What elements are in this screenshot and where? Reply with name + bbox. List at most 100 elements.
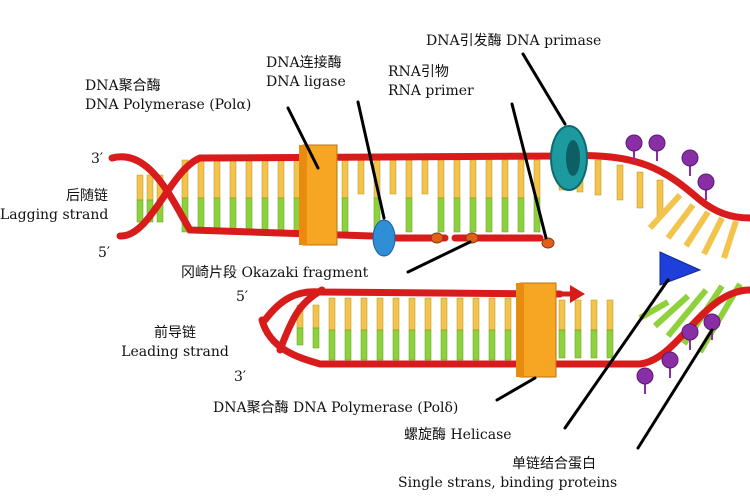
lagging-unpaired-base [389, 159, 397, 195]
primase-label: DNA引发酶 DNA primase [426, 33, 602, 49]
leading-base-yellow [360, 297, 368, 331]
lagging-base-yellow [469, 159, 477, 199]
lagging-base-yellow [197, 159, 205, 199]
lagging-backbone-lower-a [108, 153, 376, 240]
lagging-base-green [277, 197, 285, 233]
leading-base-green [376, 329, 384, 361]
leading-base-yellow [344, 297, 352, 331]
lagging-base-green [245, 197, 253, 233]
helicase-pointer [563, 278, 670, 430]
ssb-protein [697, 173, 715, 191]
leading-strand-en: Leading strand [121, 344, 229, 360]
lagging-base-yellow [261, 159, 269, 199]
pol-alpha-block [302, 144, 338, 246]
ssb-protein [661, 351, 679, 369]
ssb-protein [625, 134, 643, 152]
ssb-en: Single strans, binding proteins [398, 475, 618, 491]
leading-base-green [328, 329, 336, 361]
lagging-base-yellow [213, 159, 221, 199]
leading-base-yellow [472, 297, 480, 331]
pol-alpha-en: DNA Polymerase (Polα) [85, 97, 252, 113]
lagging-base-green [485, 197, 493, 233]
rna-primer-pointer [510, 102, 548, 240]
lagging-3prime-label: 3′ [91, 151, 104, 167]
lagging-base-yellow [485, 159, 493, 199]
okazaki-pointer [406, 240, 472, 274]
pointer-lines [286, 52, 714, 450]
parental-upper-base [636, 171, 644, 209]
parental-upper-base [594, 159, 602, 196]
leading-base-yellow [328, 297, 336, 331]
lagging-base-green [517, 197, 525, 233]
backbones [108, 151, 750, 368]
lagging-base-green [261, 197, 269, 233]
pol-alpha-side [299, 145, 307, 245]
lagging-base-green [453, 197, 461, 233]
leading-base-right-green [558, 329, 566, 359]
lagging-base-yellow [437, 159, 445, 199]
leading-base-green [408, 329, 416, 361]
pol-delta-label: DNA聚合酶 DNA Polymerase (Polδ) [213, 400, 459, 416]
lagging-base-yellow [453, 159, 461, 199]
rna-primer-en: RNA primer [388, 83, 474, 99]
leading-base-right-green [574, 329, 582, 359]
lagging-unpaired-base [421, 159, 429, 195]
lagging-strand-cn: 后随链 [66, 188, 108, 204]
lagging-base-yellow [517, 159, 525, 199]
leading-strand-label: 前导链 Leading strand [116, 324, 234, 362]
rna-primer-bead [541, 237, 555, 249]
ligase-en: DNA ligase [266, 74, 346, 90]
ssb-protein [681, 149, 699, 167]
ssb-protein [648, 134, 666, 152]
fork-upper-base [701, 216, 725, 256]
leading-strand-cn: 前导链 [154, 325, 196, 341]
ligase-pointer [356, 100, 386, 220]
leading-base-green [424, 329, 432, 361]
lagging-base-green [469, 197, 477, 233]
ssb-protein [681, 323, 699, 341]
parental-upper-base [616, 164, 624, 201]
ligase-cn: DNA连接酶 [266, 55, 342, 71]
pol-delta-block [519, 282, 557, 378]
pol-delta-pointer [495, 376, 537, 402]
pol-delta-side [516, 283, 524, 377]
ssb-label: 单链结合蛋白 Single strans, binding proteins [398, 455, 617, 493]
leading-base-yellow [408, 297, 416, 331]
primase-hole [566, 140, 580, 176]
ligase-enzyme [372, 219, 396, 257]
fork-upper-base [683, 210, 711, 248]
leading-base-green [456, 329, 464, 361]
pol-alpha-cn: DNA聚合酶 [85, 78, 161, 94]
lagging-base-green [437, 197, 445, 233]
ssb-protein [703, 313, 721, 331]
leading-base-right-green [590, 329, 598, 359]
rna-primer-bead [430, 232, 444, 244]
lagging-base-green [341, 197, 349, 233]
rna-primer-cn: RNA引物 [388, 64, 449, 80]
leading-base-green [344, 329, 352, 361]
lagging-base-yellow [405, 159, 413, 199]
leading-base-right-yellow [574, 299, 582, 331]
okazaki-label: 冈崎片段 Okazaki fragment [181, 265, 369, 281]
pol-alpha-pointer [286, 106, 320, 170]
leading-base-green [472, 329, 480, 361]
leading-helix-base-green [296, 327, 304, 346]
ligase-label: DNA连接酶 DNA ligase [266, 54, 346, 92]
leading-base-yellow [440, 297, 448, 331]
lagging-helix-base-yellow [146, 174, 154, 201]
lagging-base-green [213, 197, 221, 233]
lagging-base-green [501, 197, 509, 233]
leading-base-yellow [504, 297, 512, 331]
fork-lower-base [652, 293, 691, 329]
fork-upper-base [721, 220, 739, 259]
lagging-backbone-upper [116, 151, 750, 240]
leading-5prime-label: 5′ [236, 289, 249, 305]
leading-base-green [488, 329, 496, 361]
fork-upper-base [647, 192, 683, 231]
lagging-helix-base-yellow [136, 174, 144, 201]
rna-primer-bead [465, 232, 479, 244]
leading-helix-base-green [312, 327, 320, 349]
leading-base-yellow [392, 297, 400, 331]
lagging-base-green [405, 197, 413, 233]
leading-base-yellow [376, 297, 384, 331]
